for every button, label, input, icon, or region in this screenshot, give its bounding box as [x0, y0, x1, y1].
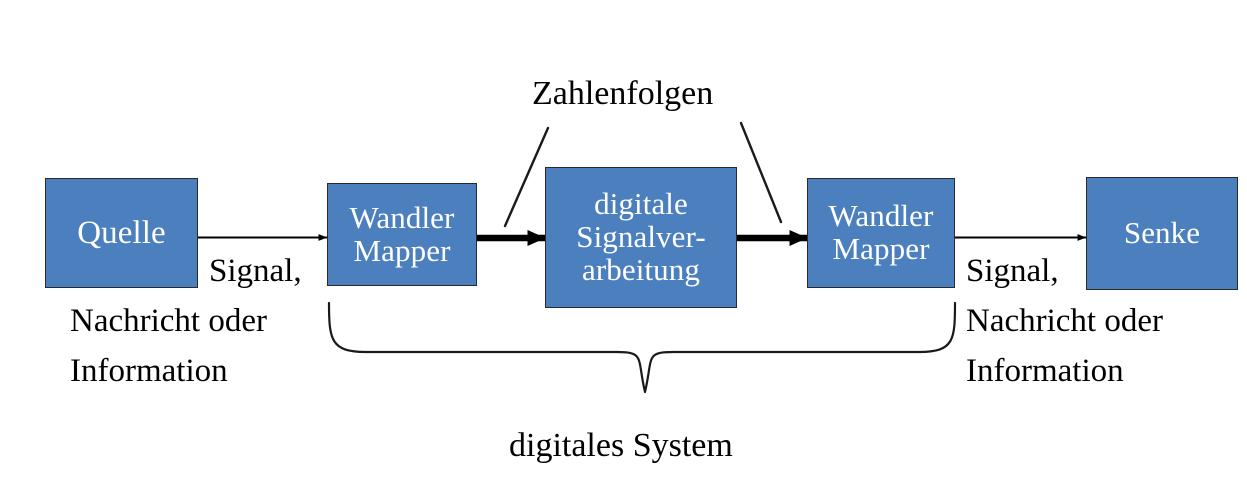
block-dsp-line-3: arbeitung	[582, 251, 700, 287]
label-digitales-system: digitales System	[509, 427, 733, 464]
block-wandler-mapper-right-line-1: Wandler	[828, 198, 934, 234]
block-wandler-mapper-left[interactable]: Wandler Mapper	[327, 183, 477, 286]
block-senke[interactable]: Senke	[1086, 177, 1238, 290]
annotation-output-signal-line-3: Information	[966, 353, 1124, 390]
annotation-input-signal-line-3: Information	[70, 353, 228, 390]
block-wandler-mapper-right-line-2: Mapper	[832, 231, 930, 266]
annotation-output-signal: Signal, Nachricht oder Information	[966, 246, 1163, 396]
annotation-input-signal: Signal, Nachricht oder Information	[70, 246, 302, 396]
digitales-system-brace-path	[327, 301, 957, 394]
annotation-input-signal-line-2: Nachricht oder	[70, 303, 267, 340]
block-wandler-mapper-right[interactable]: Wandler Mapper	[807, 178, 955, 288]
annotation-input-signal-line-1: Signal,	[209, 253, 302, 289]
block-quelle-line-1: Quelle	[77, 214, 166, 251]
block-wandler-mapper-left-line-1: Wandler	[349, 199, 455, 235]
block-dsp-line-1: digitale	[594, 186, 688, 222]
block-wandler-mapper-left-line-2: Mapper	[353, 232, 451, 268]
annotation-output-signal-line-2: Nachricht oder	[966, 303, 1163, 340]
block-quelle[interactable]: Quelle	[45, 178, 198, 288]
zahlenfolgen-leader-right-line	[739, 121, 783, 224]
zahlenfolgen-leader-left-line	[503, 126, 550, 228]
block-senke-line-1: Senke	[1123, 215, 1201, 251]
block-digitale-signalverarbeitung[interactable]: digitale Signalver- arbeitung	[545, 167, 737, 308]
annotation-output-signal-line-1: Signal,	[966, 253, 1059, 289]
label-zahlenfolgen: Zahlenfolgen	[532, 75, 714, 112]
block-dsp-line-2: Signalver-	[576, 219, 706, 255]
